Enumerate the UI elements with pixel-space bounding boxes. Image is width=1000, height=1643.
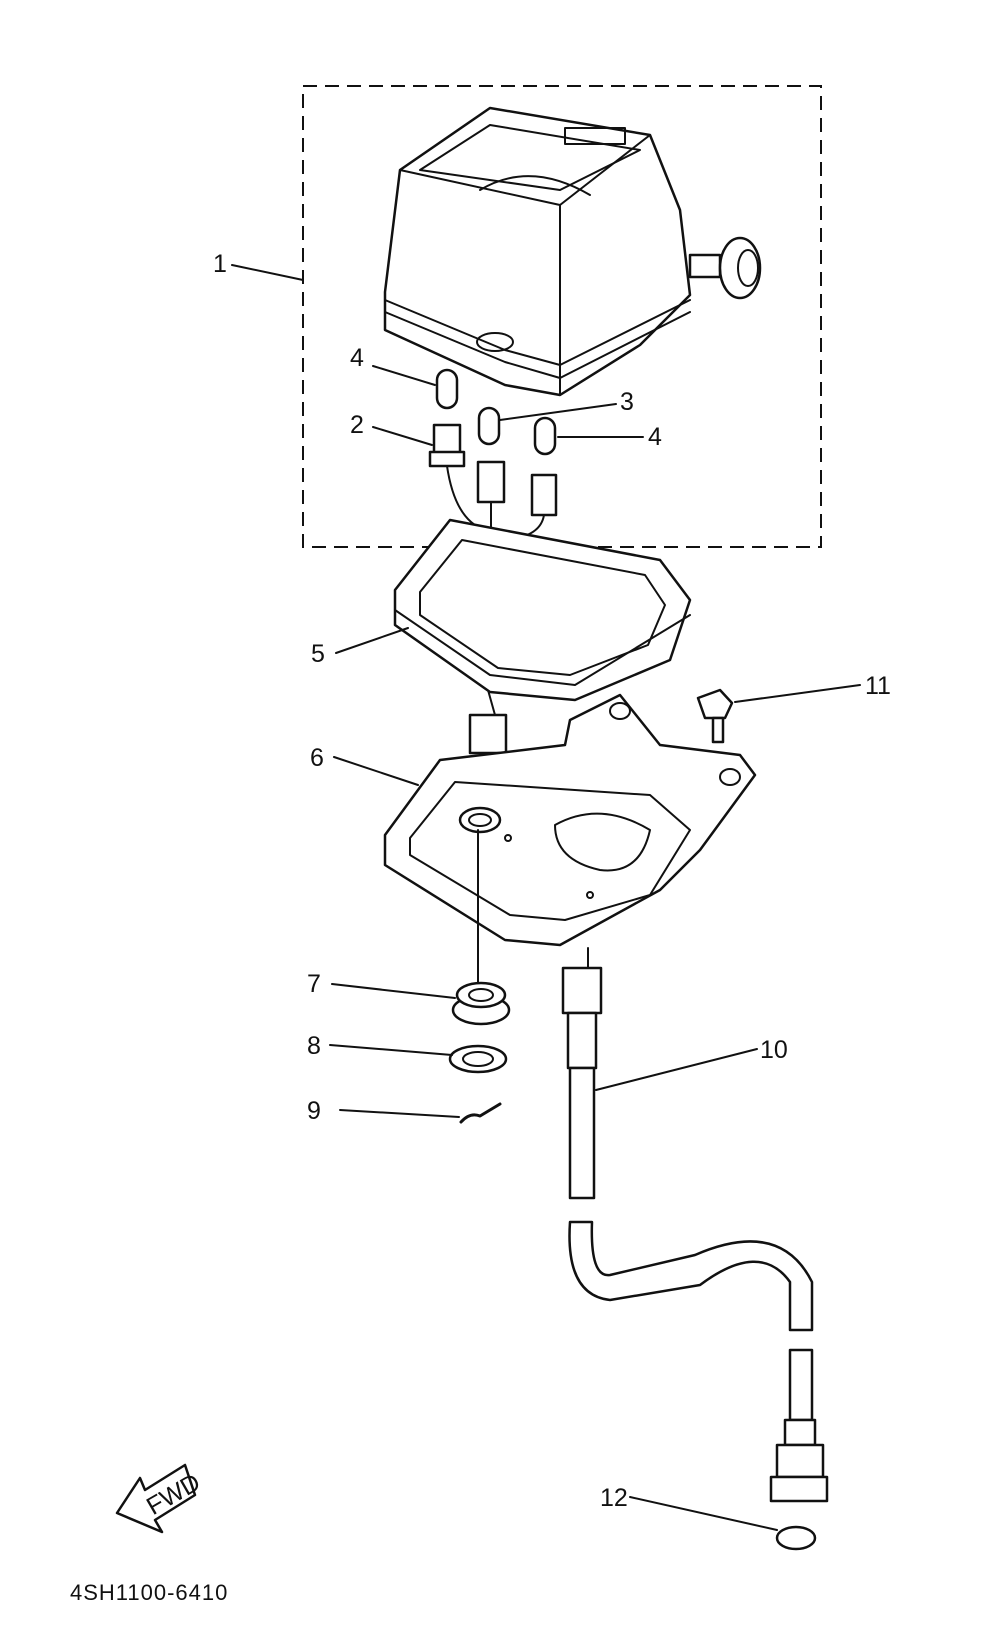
callout-1: 1 [213,250,227,278]
meter-assembly [383,106,762,397]
washer-8 [448,1044,508,1074]
bulb-3 [477,406,501,446]
diagram-code: 4SH1100-6410 [70,1580,228,1605]
socket-center [476,460,506,504]
callout-11: 11 [865,672,891,700]
callout-5: 5 [311,640,325,668]
bolt-11 [696,688,734,744]
clip-9 [459,1102,502,1124]
callout-3: 3 [620,388,634,416]
callout-7: 7 [307,970,321,998]
fwd-arrow-icon: FWD [115,1463,205,1534]
meter-gasket [393,518,692,755]
leader-lines [231,264,861,1531]
callout-2: 2 [350,411,364,439]
callout-8: 8 [307,1032,321,1060]
bulb-4-left [435,368,459,410]
callout-10: 10 [760,1036,788,1064]
o-ring-12 [775,1525,817,1551]
speedometer-cable [561,947,829,1503]
callout-9: 9 [307,1097,321,1125]
grommet-7 [451,981,511,1026]
callout-4b: 4 [648,423,662,451]
callout-4a: 4 [350,344,364,372]
socket-2 [428,423,466,468]
callout-12: 12 [600,1484,628,1512]
bulb-4-right [533,416,557,456]
socket-right [530,473,558,517]
callout-6: 6 [310,744,324,772]
meter-bracket [383,693,757,947]
